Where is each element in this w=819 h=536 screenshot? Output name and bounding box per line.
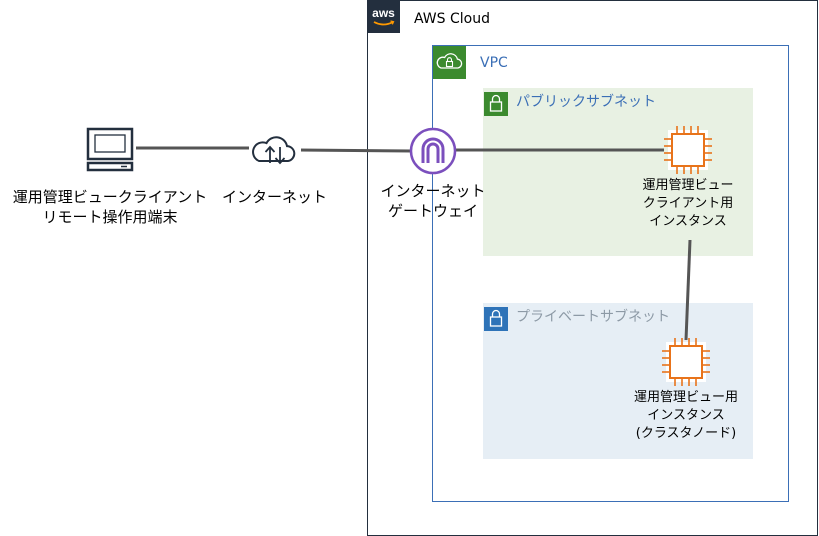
internet-gateway-label: インターネット ゲートウェイ (380, 181, 486, 221)
private-subnet-group (483, 303, 753, 459)
aws-logo-icon: aws (367, 0, 400, 33)
connector-internet-gateway (297, 148, 413, 153)
aws-cloud-title: AWS Cloud (414, 11, 490, 27)
internet-label: インターネット (222, 188, 328, 206)
public-subnet-group (483, 88, 753, 256)
padlock-icon (484, 92, 508, 116)
client-instance-label-line3: インスタンス (649, 214, 727, 229)
client-terminal-label-line2: リモート操作用端末 (42, 208, 178, 226)
client-instance-label-line1: 運用管理ビュー (642, 178, 734, 193)
ec2-chip-icon (662, 338, 710, 386)
connector-instance-cluster (684, 239, 692, 341)
cluster-instance-label-line3: (クラスタノード) (635, 426, 737, 441)
vpc-group (432, 45, 789, 502)
computer-monitor-icon (86, 127, 134, 172)
ec2-chip-icon (664, 126, 712, 174)
cluster-instance-label-line1: 運用管理ビュー用 (633, 390, 738, 405)
cloud-lock-icon (433, 46, 466, 79)
client-terminal-label: 運用管理ビュークライアント リモート操作用端末 (10, 187, 210, 227)
internet-gateway-label-line2: ゲートウェイ (387, 202, 478, 220)
private-subnet-title: プライベートサブネット (516, 309, 670, 325)
svg-text:aws: aws (372, 6, 395, 20)
internet-gateway-label-line1: インターネット (380, 182, 486, 200)
client-instance-label: 運用管理ビュー クライアント用 インスタンス (628, 177, 748, 231)
cluster-instance-label-line2: インスタンス (647, 408, 725, 423)
internet-gateway-icon (409, 127, 457, 175)
padlock-icon (484, 307, 508, 331)
cluster-instance-label: 運用管理ビュー用 インスタンス (クラスタノード) (622, 389, 750, 443)
client-terminal-label-line1: 運用管理ビュークライアント (12, 188, 208, 206)
public-subnet-title: パブリックサブネット (516, 94, 656, 110)
cloud-upload-download-icon (249, 128, 301, 168)
client-instance-label-line2: クライアント用 (642, 196, 734, 211)
vpc-title: VPC (480, 55, 508, 71)
